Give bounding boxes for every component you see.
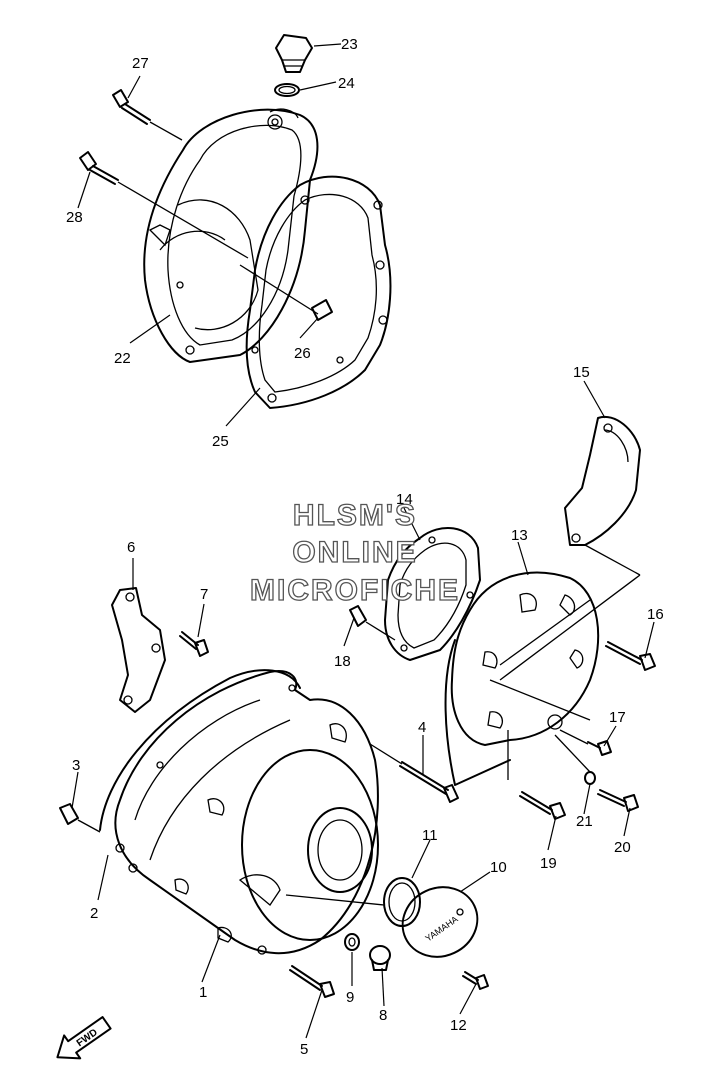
- part-22-clutch-cover: [143, 108, 319, 363]
- callout-8: 8: [379, 1007, 387, 1024]
- callout-7: 7: [200, 586, 208, 603]
- callout-16: 16: [647, 606, 664, 623]
- part-15-cover-bracket: [499, 415, 641, 681]
- watermark-line-1: HLSM'S: [293, 499, 417, 532]
- part-26-dowel-pin: [239, 264, 333, 321]
- part-25-gasket: [245, 175, 392, 409]
- part-18-dowel: [349, 605, 396, 641]
- callout-20: 20: [614, 839, 631, 856]
- part-27-bolt: [112, 89, 183, 141]
- callout-28: 28: [66, 209, 83, 226]
- callout-26: 26: [294, 345, 311, 362]
- leader-lines: [71, 43, 655, 1039]
- part-23-oil-filler-cap: [275, 34, 313, 73]
- part-16-bolt: [605, 641, 656, 671]
- callout-9: 9: [346, 989, 354, 1006]
- callout-3: 3: [72, 757, 80, 774]
- part-28-bolt: [79, 151, 249, 259]
- part-12-screw: [462, 971, 489, 990]
- part-10-cap-cover: YAMAHA: [401, 886, 479, 958]
- part-24-o-ring: [274, 83, 300, 97]
- callout-2: 2: [90, 905, 98, 922]
- callout-6: 6: [127, 539, 135, 556]
- callout-4: 4: [418, 719, 426, 736]
- callout-23: 23: [341, 36, 358, 53]
- part-1-crankcase-cover: [99, 669, 379, 955]
- part-4-bolt: [369, 743, 459, 803]
- part-9-washer: [344, 933, 360, 951]
- callout-5: 5: [300, 1041, 308, 1058]
- callout-12: 12: [450, 1017, 467, 1034]
- cover-logo-text: YAMAHA: [423, 914, 459, 944]
- callout-11: 11: [422, 827, 438, 844]
- part-5-bolt: [289, 965, 335, 998]
- callout-21: 21: [576, 813, 593, 830]
- callout-numbers: 1 2 3 4 5 6 7 8 9 10 11 12 13 14 15 16 1…: [66, 36, 664, 1058]
- callout-19: 19: [540, 855, 557, 872]
- callout-10: 10: [490, 859, 507, 876]
- callout-27: 27: [132, 55, 149, 72]
- part-20-bolt: [597, 789, 639, 812]
- part-17-bolt: [559, 729, 612, 756]
- part-3-dowel: [59, 803, 101, 833]
- part-6-bracket: [111, 587, 166, 713]
- watermark-line-3: MICROFICHE: [250, 574, 460, 607]
- part-19-bolt: [507, 730, 566, 820]
- callout-25: 25: [212, 433, 229, 450]
- callout-14: 14: [396, 491, 413, 508]
- part-7-bolt: [179, 631, 209, 657]
- watermark-line-2: ONLINE: [292, 536, 417, 569]
- callout-18: 18: [334, 653, 351, 670]
- callout-24: 24: [338, 75, 355, 92]
- part-14-gasket: [384, 527, 481, 661]
- callout-13: 13: [511, 527, 528, 544]
- part-13-side-cover: [444, 571, 600, 786]
- callout-22: 22: [114, 350, 131, 367]
- callout-15: 15: [573, 364, 590, 381]
- part-8-plug: [369, 945, 391, 971]
- watermark: HLSM'S ONLINE MICROFICHE: [249, 498, 460, 607]
- callout-17: 17: [609, 709, 626, 726]
- forward-arrow-icon: FWD: [56, 1016, 112, 1060]
- callout-1: 1: [199, 984, 207, 1001]
